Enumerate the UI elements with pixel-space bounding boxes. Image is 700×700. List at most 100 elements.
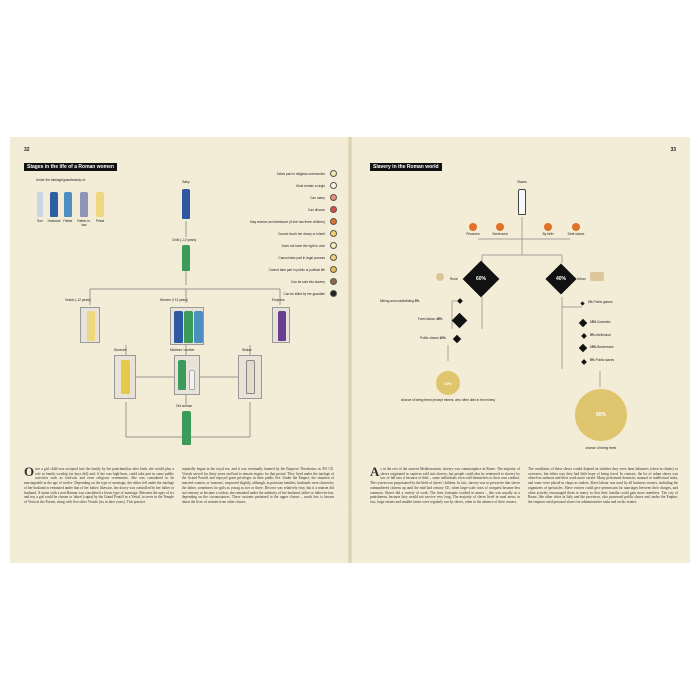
- rural-item-pct: 10%: [439, 336, 446, 340]
- figure-old-woman: [182, 411, 191, 445]
- tutelage-label: Under the tutelage/guardianship of:: [36, 178, 86, 182]
- stage-label-child: Child (–12 years): [172, 238, 197, 242]
- vote-icon: [330, 242, 337, 249]
- urban-item-domestic: 15% Domestic: [590, 320, 611, 325]
- slavery-icon: [330, 278, 337, 285]
- rural-freed-caption: chance of being freed (except miners, wh…: [400, 398, 496, 402]
- urban-item-business: 15% Businesses: [590, 345, 614, 350]
- guardian-label: Son: [37, 219, 43, 223]
- woman-panel: [170, 307, 204, 345]
- politics-icon: [330, 266, 337, 273]
- figure-woman: [184, 311, 193, 343]
- ceremony-icon: [330, 170, 337, 177]
- widow-panel: [238, 355, 262, 399]
- legend-item: Can divorce: [307, 208, 325, 212]
- virgin-icon: [330, 182, 337, 189]
- figure-child-small: [189, 370, 195, 390]
- figure-divorcee: [121, 360, 130, 394]
- urban-item-label: Public slaves: [595, 358, 615, 362]
- dropcap: O: [24, 464, 35, 479]
- urban-item-pct: 5%: [590, 333, 595, 337]
- figure-slave: [518, 189, 526, 215]
- right-body-col1-text: s in the rest of the ancient Mediterrane…: [370, 467, 520, 505]
- rural-item-label: Mining and roadbuilding: [380, 299, 414, 303]
- page-number-right: 33: [670, 147, 676, 153]
- guardian-figure-priest: [96, 192, 104, 217]
- dowry-icon: [330, 230, 337, 237]
- left-body-col2: reputedly began in the royal era, and it…: [182, 467, 334, 505]
- rural-icon: [436, 273, 444, 281]
- figure-mistress: [178, 360, 186, 390]
- source-label: Prisoners: [466, 232, 480, 236]
- legend-item: Cannot take part in public or political …: [268, 268, 325, 272]
- guardian-label: Husband: [47, 219, 61, 223]
- stage-label-widow: Widow: [242, 348, 252, 352]
- rural-label: Rural: [450, 277, 458, 281]
- figure-woman-guardian: [174, 311, 183, 343]
- guardian-label: Priest: [95, 219, 105, 223]
- urban-item-label: Domestic: [597, 320, 611, 324]
- stage-label-empress: Empress: [272, 298, 285, 302]
- guardian-label: Father: [63, 219, 73, 223]
- stage-label-vestal: Vestal (–12 years): [65, 298, 91, 302]
- rural-item-label: Farm labour: [418, 317, 436, 321]
- urban-item-pct: 15%: [590, 320, 597, 324]
- figure-baby: [182, 189, 190, 219]
- urban-item-public: 5% Public slaves: [590, 358, 615, 363]
- urban-item-label: Intellectual: [595, 333, 611, 337]
- urban-item-pct: 1%: [588, 300, 593, 304]
- figure-vestal: [87, 311, 95, 341]
- killed-icon: [330, 290, 337, 297]
- marry-icon: [330, 194, 337, 201]
- rural-item-farm: Farm labour 45%: [418, 317, 443, 322]
- source-label: Sentenced: [492, 232, 508, 236]
- stage-label-old: Old woman: [176, 404, 193, 408]
- right-page: 33 Slavery in the Roman world Slaves: [350, 137, 690, 563]
- guardian-figure-father-in-law: [80, 192, 88, 217]
- legend-item: Cannot take part in legal process: [278, 256, 325, 260]
- legend-item: Takes part in religious ceremonies: [276, 172, 325, 176]
- right-page-header: Slavery in the Roman world: [370, 163, 442, 171]
- inheritance-icon: [330, 218, 337, 225]
- sentenced-icon: [496, 223, 504, 231]
- rural-item-pct: 45%: [436, 317, 443, 321]
- book-spread: 32 Stages in the life of a Roman women U…: [10, 137, 690, 563]
- urban-label: Urban: [577, 277, 586, 281]
- legend-item: Does not have the right to vote: [281, 244, 325, 248]
- legend-item: May receive an inheritance (if she has t…: [250, 220, 325, 224]
- legend-item: Can be killed by her guardian: [283, 292, 325, 296]
- slavery-connectors: [447, 217, 601, 387]
- debt-icon: [572, 223, 580, 231]
- urban-freed-circle: 90%: [575, 389, 627, 441]
- figure-woman-guardian: [194, 311, 203, 343]
- urban-icon: [590, 272, 604, 281]
- dropcap: A: [370, 464, 380, 479]
- guardian-figure-son: [37, 192, 43, 217]
- guardian-figure-husband: [50, 192, 58, 217]
- source-label: Debt slaves: [567, 232, 585, 236]
- left-page: 32 Stages in the life of a Roman women U…: [10, 137, 350, 563]
- legend-item: Must remain a virgin: [296, 184, 325, 188]
- rural-item-label: Public slaves: [420, 336, 439, 340]
- stage-label-divorcee: Divorcee: [114, 348, 127, 352]
- urban-item-intellectual: 5% Intellectual: [590, 333, 611, 338]
- prisoners-icon: [469, 223, 477, 231]
- right-body-col2: The conditions of these slaves would dep…: [528, 467, 678, 505]
- legend-item: Can marry: [310, 196, 325, 200]
- legal-icon: [330, 254, 337, 261]
- page-number-left: 32: [24, 147, 30, 153]
- rural-pct: 60%: [475, 276, 486, 282]
- left-body-col1-text: nce a girl child was accepted into the f…: [24, 467, 174, 505]
- slaves-label: Slaves: [517, 180, 527, 184]
- figure-empress: [278, 311, 286, 341]
- rural-item-pct: 5%: [414, 299, 420, 303]
- urban-pct: 40%: [555, 276, 566, 282]
- rural-freed-circle: 10%: [436, 371, 460, 395]
- urban-freed-caption: chance of being freed: [585, 446, 617, 450]
- divorce-icon: [330, 206, 337, 213]
- book-gutter: [348, 137, 352, 563]
- urban-item-games: 1% Public games: [588, 300, 613, 305]
- rural-item-public: Public slaves 10%: [420, 336, 446, 341]
- urban-item-label: Businesses: [597, 345, 614, 349]
